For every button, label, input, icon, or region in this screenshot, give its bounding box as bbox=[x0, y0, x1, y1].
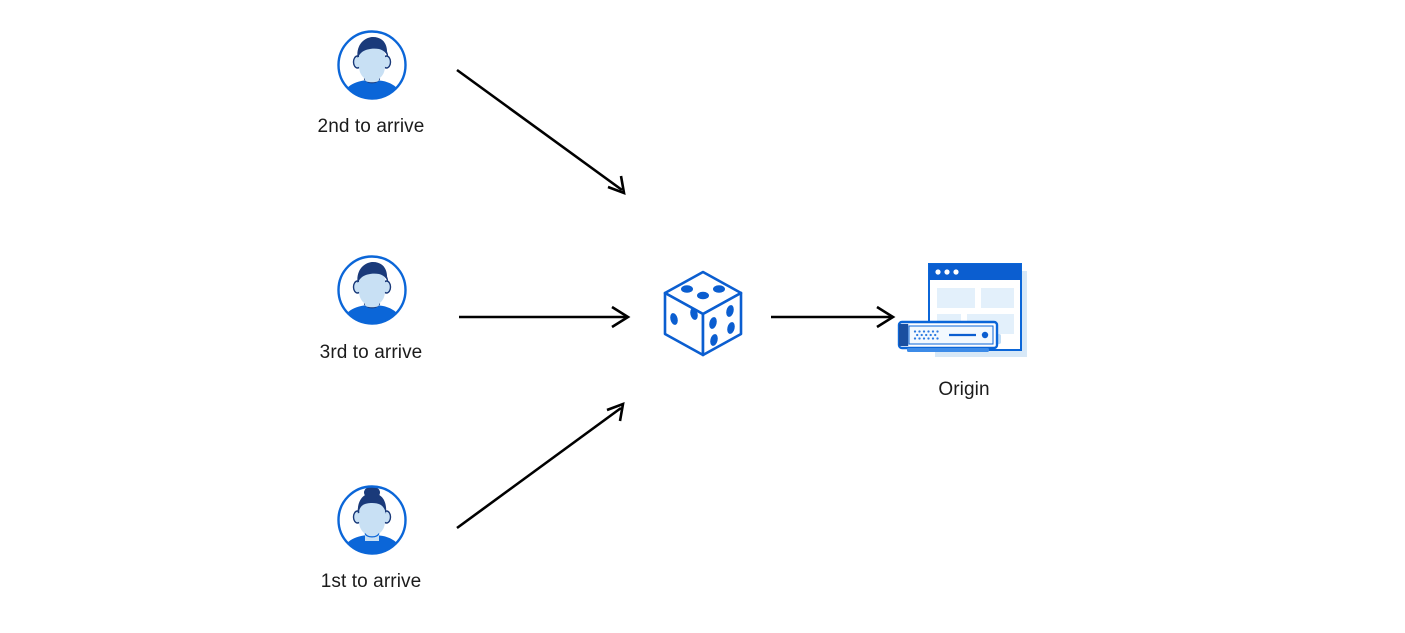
client-3rd-label: 3rd to arrive bbox=[319, 342, 423, 363]
arrow-1st-to-dice bbox=[456, 401, 625, 530]
user-avatar-short-hair-icon bbox=[335, 28, 409, 102]
client-2nd-label: 2nd to arrive bbox=[317, 116, 425, 137]
arrow-2nd-to-dice bbox=[456, 68, 626, 196]
user-avatar-bun-hair-icon bbox=[335, 483, 409, 557]
user-avatar-short-hair-icon bbox=[335, 253, 409, 327]
arrow-dice-to-origin bbox=[771, 305, 896, 329]
client-1st-label: 1st to arrive bbox=[320, 571, 422, 592]
origin-label: Origin bbox=[938, 379, 990, 400]
dice-cube-icon bbox=[657, 266, 749, 361]
arrow-3rd-to-dice bbox=[459, 305, 631, 329]
origin-server-browser-icon bbox=[893, 258, 1035, 364]
